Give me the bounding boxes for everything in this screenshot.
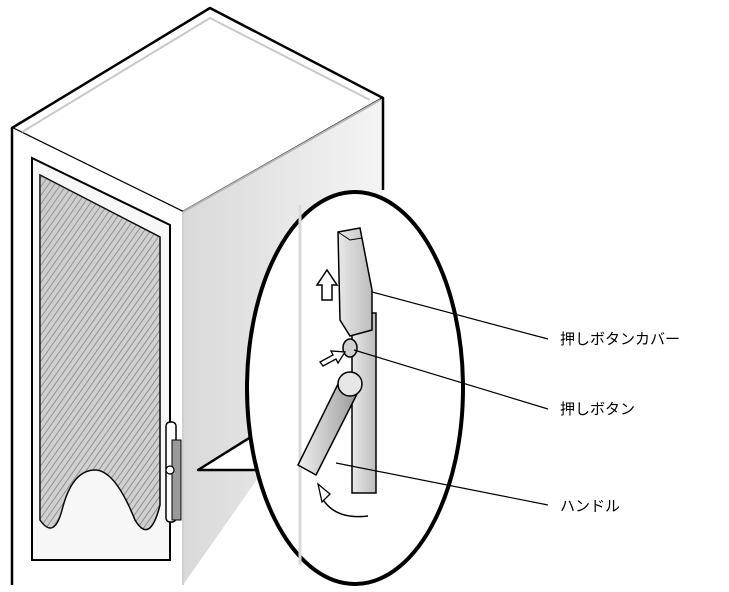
rotate-arrow-icon <box>316 482 369 518</box>
push-arrow-icon <box>319 350 347 367</box>
zoom-callout <box>196 190 549 586</box>
push-button-cover <box>337 227 373 337</box>
up-arrow-icon <box>315 268 339 301</box>
leader-line-handle <box>335 462 549 506</box>
latch-base-plate <box>351 312 377 494</box>
push-button <box>342 338 358 358</box>
push-button-label: 押しボタン <box>560 400 636 418</box>
door-handle-small <box>165 421 182 523</box>
handle-label: ハンドル <box>560 497 621 515</box>
leader-line-cover <box>371 291 549 340</box>
leader-line-button <box>353 349 549 410</box>
handle <box>297 371 363 476</box>
push-button-cover-label: 押しボタンカバー <box>560 330 681 348</box>
door <box>31 156 182 561</box>
